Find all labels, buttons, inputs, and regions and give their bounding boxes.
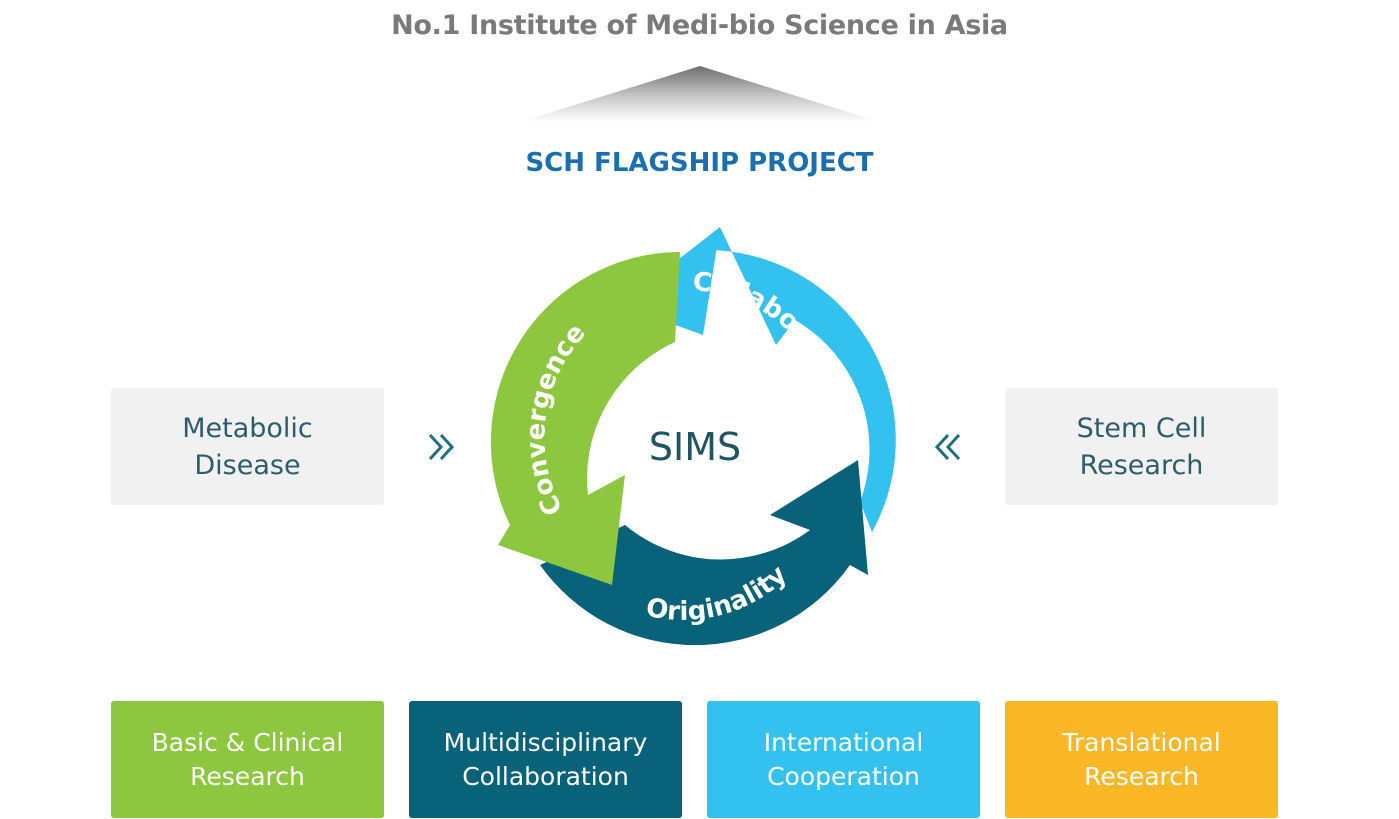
multidisciplinary-collaboration-box: Multidisciplinary Collaboration <box>409 701 682 818</box>
pillar-label-line1: International <box>763 727 924 757</box>
side-box-label-line2: Research <box>1079 449 1204 481</box>
stem-cell-research-box: Stem Cell Research <box>1005 388 1278 505</box>
pillar-label-line1: Basic & Clinical <box>151 727 344 757</box>
sims-cycle-diagram: Collaboration Originality Convergence SI… <box>490 227 896 646</box>
pillar-label-line2: Cooperation <box>767 761 920 791</box>
peak-decoration <box>520 66 880 122</box>
pillar-label-line1: Multidisciplinary <box>443 727 648 757</box>
headline: No.1 Institute of Medi-bio Science in As… <box>391 10 1008 41</box>
convergence-arrow <box>490 252 680 585</box>
pillar-label-line2: Collaboration <box>462 761 629 791</box>
translational-research-box: Translational Research <box>1005 701 1278 818</box>
pillar-label-line2: Research <box>190 761 305 791</box>
basic-clinical-research-box: Basic & Clinical Research <box>111 701 384 818</box>
cycle-center-label: SIMS <box>649 425 741 469</box>
international-cooperation-box: International Cooperation <box>707 701 980 818</box>
originality-arrow <box>540 460 868 646</box>
double-chevron-left-icon <box>934 433 961 461</box>
project-title: SCH FLAGSHIP PROJECT <box>525 148 874 178</box>
metabolic-disease-box: Metabolic Disease <box>111 388 384 505</box>
pillar-label-line2: Research <box>1084 761 1199 791</box>
pillar-label-line1: Translational <box>1062 727 1221 757</box>
side-box-label-line1: Metabolic <box>182 412 313 444</box>
pillar-row: Basic & Clinical Research Multidisciplin… <box>111 701 1279 818</box>
collaboration-arrow <box>703 227 896 532</box>
side-box-label-line1: Stem Cell <box>1076 412 1207 444</box>
side-box-label-line2: Disease <box>194 449 301 481</box>
double-chevron-right-icon <box>428 433 455 461</box>
